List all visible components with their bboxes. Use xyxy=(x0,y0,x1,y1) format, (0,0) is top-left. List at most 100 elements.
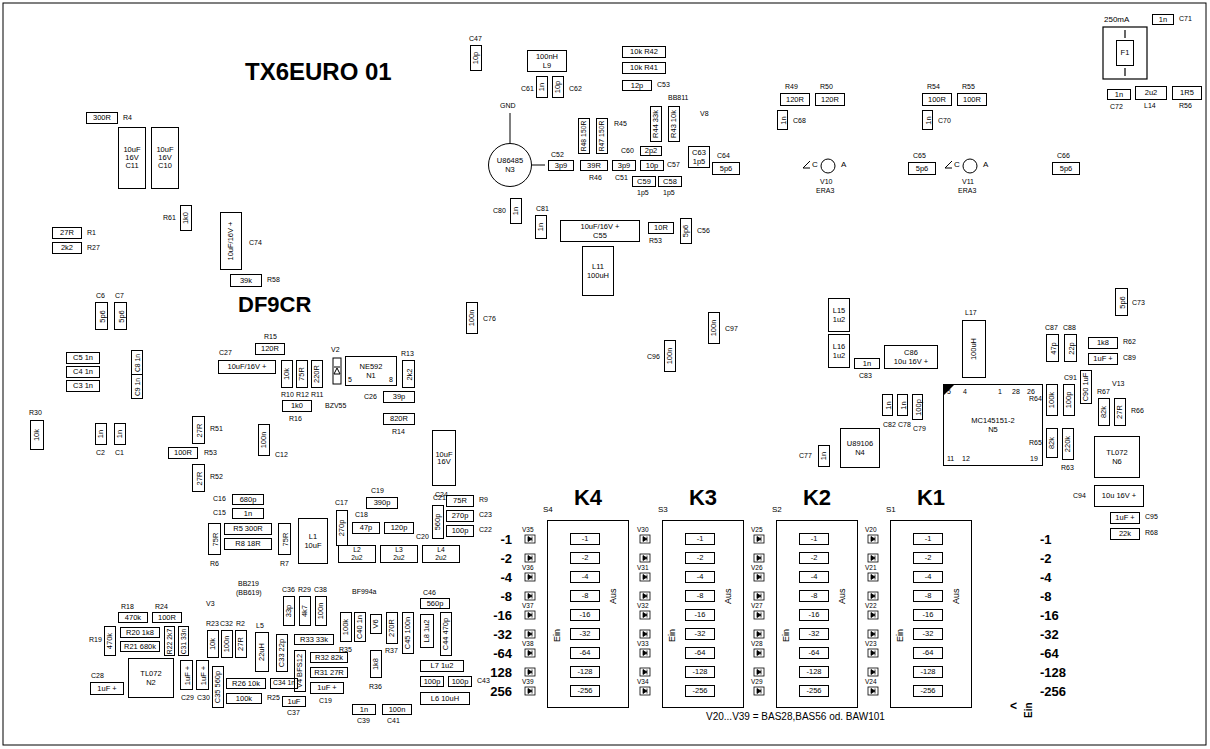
part-text: -2 xyxy=(811,554,818,562)
silkscreen-label: V20 xyxy=(865,527,877,534)
part-designator: R24 xyxy=(155,603,168,610)
part-designator: C46 xyxy=(423,589,436,596)
part-text: -2 xyxy=(925,554,932,562)
value-area: R3282k xyxy=(311,653,347,662)
diode-mark xyxy=(871,632,875,637)
component-outline: 1nC1 xyxy=(114,423,126,445)
silkscreen-label: BB219 xyxy=(238,580,259,587)
part-text: 22p xyxy=(1067,342,1075,355)
part-text: L1 xyxy=(309,533,317,541)
part-designator: C38 xyxy=(314,586,327,593)
value-area: V4BFS12 xyxy=(295,651,305,691)
diode-symbol xyxy=(868,649,878,657)
switch-position: -256 xyxy=(913,685,943,697)
value-area: 10k xyxy=(31,421,43,449)
component-outline: 10kR41 xyxy=(622,62,666,74)
diode-mark xyxy=(757,575,761,580)
part-text: R21 xyxy=(124,643,138,651)
silkscreen-label: -64 xyxy=(1040,647,1059,660)
part-text: MC145151-2 xyxy=(971,417,1014,425)
part-designator: L14 xyxy=(1144,102,1156,109)
silkscreen-label: V10 xyxy=(820,178,832,185)
silkscreen-label: V32 xyxy=(637,603,649,610)
value-area: V6 xyxy=(371,615,381,633)
silkscreen-label: Aus xyxy=(838,588,847,604)
switch-position: -2 xyxy=(685,552,715,564)
diode-mark xyxy=(528,575,532,580)
part-text: 1n xyxy=(779,116,787,124)
component-outline: 5p6C66 xyxy=(1052,162,1080,175)
diode-column xyxy=(525,535,878,695)
part-text: 22uH xyxy=(258,643,266,661)
value-area: 10uF 16V xyxy=(433,431,455,485)
part-designator: C70 xyxy=(938,117,951,124)
part-text: 75R xyxy=(453,497,467,505)
diode-body xyxy=(868,573,878,581)
value-area: 100k xyxy=(1047,385,1057,415)
switch-position: -16 xyxy=(685,609,715,621)
value-area: 270R xyxy=(387,613,397,643)
component-outline: L71u2 xyxy=(420,660,464,672)
value-area: 100n xyxy=(259,425,269,455)
value-area: -128 xyxy=(800,667,828,677)
component-outline: 1nC81 xyxy=(535,215,547,239)
part-text: L9 xyxy=(543,62,551,70)
part-text: 27R xyxy=(195,423,203,437)
part-designator: C37 xyxy=(287,709,300,716)
component-outline: L161u2 xyxy=(828,334,850,368)
part-designator: R55 xyxy=(962,83,975,90)
diode-body xyxy=(525,554,535,562)
component-outline: L110uF xyxy=(298,518,328,564)
part-text: 270p xyxy=(452,512,469,520)
diode-mark xyxy=(757,689,761,694)
part-text: 27R xyxy=(195,471,203,485)
value-area: C401n xyxy=(355,613,365,641)
component-outline: 1R5R56 xyxy=(1172,86,1202,100)
silkscreen-label: S3 xyxy=(658,506,668,514)
diode-symbol xyxy=(754,649,764,657)
diode-body xyxy=(640,611,650,619)
value-area: L110uF xyxy=(299,519,327,563)
diode-mark xyxy=(528,632,532,637)
silkscreen-label: -2 xyxy=(500,552,512,565)
component-outline: C901uF xyxy=(1080,370,1092,404)
switch-position: -16 xyxy=(570,609,600,621)
value-area: 100p xyxy=(1064,385,1074,415)
component-outline: 3p9C52 xyxy=(548,160,574,171)
part-text: 10k xyxy=(33,429,41,441)
part-text: 120p xyxy=(391,524,408,532)
part-text: 100R xyxy=(928,96,946,104)
part-text: 10p xyxy=(472,52,480,65)
part-text: L3 xyxy=(395,547,403,554)
component-outline: 220kR63 xyxy=(1062,428,1074,460)
part-designator: C94 xyxy=(1073,492,1086,499)
part-designator: R2 xyxy=(236,620,245,627)
component-outline: 1k8R62 xyxy=(1088,337,1118,349)
part-text: -1 xyxy=(697,535,704,543)
component-outline: TL072N2 xyxy=(128,658,174,698)
part-designator: 1p5 xyxy=(663,189,675,196)
part-designator: R10 xyxy=(281,391,294,398)
silkscreen-label: Ein xyxy=(782,629,791,642)
value-area: 1n xyxy=(923,111,932,129)
component-outline: C591p5 xyxy=(632,176,656,187)
component-outline: 100RR53 xyxy=(168,447,198,459)
value-area: 2u2 xyxy=(1136,87,1166,99)
part-text: R33 xyxy=(300,636,314,644)
part-designator: R11 xyxy=(311,391,323,398)
component-outline: 1nC71 xyxy=(1152,14,1174,25)
silkscreen-label: V23 xyxy=(865,641,877,648)
value-area: 560p xyxy=(433,506,443,538)
silkscreen-label: 256 xyxy=(490,685,512,698)
value-area: 120R xyxy=(256,344,284,354)
part-text: N3 xyxy=(505,166,515,174)
component-outline: 270pC17 xyxy=(336,510,348,546)
component-outline: 1nC39 xyxy=(352,704,376,715)
component-outline: 1nC15 xyxy=(232,508,264,519)
part-designator: C96 xyxy=(647,353,660,360)
value-area: 2k2 xyxy=(53,243,81,253)
part-text: 75R xyxy=(211,532,219,546)
value-area: 100n xyxy=(383,705,411,714)
component-outline: 10kR42 xyxy=(622,46,666,58)
component-outline: 10kR30 xyxy=(30,420,44,450)
